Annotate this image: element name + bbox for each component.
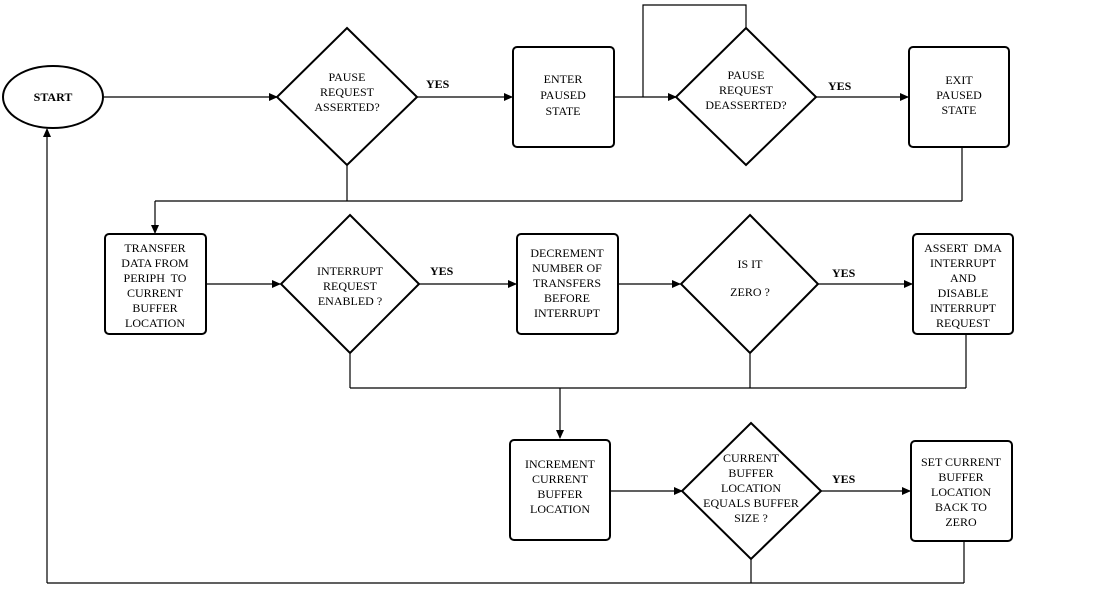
connectors <box>43 4 967 584</box>
enter-paused-box <box>512 46 615 148</box>
is-zero-decision: IS IT ZERO ? <box>679 213 820 355</box>
interrupt-enabled-line: ENABLED ? <box>318 294 382 308</box>
decrement-line: DECREMENT <box>530 246 604 260</box>
set-current-line: BUFFER <box>938 470 983 484</box>
buffer-equals-diamond <box>680 421 823 561</box>
exit-paused-box <box>908 46 1010 148</box>
increment-line: LOCATION <box>530 502 590 516</box>
assert-dma-box <box>912 233 1014 335</box>
yes-label-pause: YES <box>426 77 450 91</box>
is-zero-diamond <box>679 213 820 355</box>
decrement-line: NUMBER OF <box>532 261 602 275</box>
pause-deasserted-line: DEASSERTED? <box>705 98 786 112</box>
start-label: START <box>34 90 73 104</box>
exit-paused-line: STATE <box>941 103 976 117</box>
exit-paused-line: PAUSED <box>936 88 982 102</box>
pause-asserted-line: PAUSE <box>329 70 366 84</box>
decrement-line: INTERRUPT <box>534 306 601 320</box>
enter-paused-line: STATE <box>545 104 580 118</box>
increment-line: CURRENT <box>532 472 589 486</box>
assert-dma-line: INTERRUPT <box>930 301 997 315</box>
set-current-line: ZERO <box>945 515 977 529</box>
pause-asserted-line: REQUEST <box>320 85 375 99</box>
yes-label-buffer: YES <box>832 472 856 486</box>
set-current-line: BACK TO <box>935 500 987 514</box>
set-current-line: SET CURRENT <box>921 455 1002 469</box>
pause-deasserted-line: PAUSE <box>728 68 765 82</box>
is-zero-line: ZERO ? <box>730 285 770 299</box>
buffer-equals-line: EQUALS BUFFER <box>703 496 799 510</box>
increment-line: BUFFER <box>537 487 582 501</box>
assert-dma-line: DISABLE <box>938 286 989 300</box>
transfer-line: PERIPH TO <box>124 271 187 285</box>
enter-paused-label: ENTER PAUSED STATE <box>540 72 586 118</box>
buffer-equals-line: SIZE ? <box>734 511 768 525</box>
enter-paused-process: ENTER PAUSED STATE <box>512 46 615 148</box>
transfer-line: BUFFER <box>132 301 177 315</box>
is-zero-label: IS IT ZERO ? <box>730 257 770 299</box>
is-zero-line: IS IT <box>738 257 764 271</box>
exit-paused-line: EXIT <box>945 73 973 87</box>
decrement-line: BEFORE <box>544 291 590 305</box>
assert-dma-label: ASSERT DMAINTERRUPTANDDISABLEINTERRUPTRE… <box>924 241 1002 330</box>
transfer-line: TRANSFER <box>124 241 185 255</box>
start-ellipse <box>2 65 104 129</box>
transfer-line: LOCATION <box>125 316 185 330</box>
assert-dma-line: INTERRUPT <box>930 256 997 270</box>
yes-label-interrupt: YES <box>430 264 454 278</box>
pause-deasserted-diamond <box>674 26 818 167</box>
buffer-equals-line: LOCATION <box>721 481 781 495</box>
transfer-line: CURRENT <box>127 286 184 300</box>
decrement-box <box>516 233 619 335</box>
transfer-box <box>104 233 207 335</box>
set-current-line: LOCATION <box>931 485 991 499</box>
assert-dma-line: REQUEST <box>936 316 991 330</box>
pause-deasserted-line: REQUEST <box>719 83 774 97</box>
increment-line: INCREMENT <box>525 457 596 471</box>
decrement-line: TRANSFERS <box>533 276 601 290</box>
loop-back-deassert-check <box>642 4 747 97</box>
increment-box <box>509 439 611 541</box>
pause-asserted-diamond <box>275 26 419 167</box>
transfer-line: DATA FROM <box>121 256 189 270</box>
yes-label-deassert: YES <box>828 79 852 93</box>
interrupt-enabled-diamond <box>279 213 421 355</box>
interrupt-enabled-line: REQUEST <box>323 279 378 293</box>
enter-paused-line: PAUSED <box>540 88 586 102</box>
yes-label-zero: YES <box>832 266 856 280</box>
pause-asserted-line: ASSERTED? <box>314 100 379 114</box>
assert-dma-line: ASSERT DMA <box>924 241 1002 255</box>
buffer-equals-line: BUFFER <box>728 466 773 480</box>
assert-dma-line: AND <box>950 271 976 285</box>
enter-paused-line: ENTER <box>544 72 583 86</box>
start-node: START <box>2 65 104 129</box>
buffer-equals-line: CURRENT <box>723 451 780 465</box>
assert-dma-process: ASSERT DMAINTERRUPTANDDISABLEINTERRUPTRE… <box>912 233 1014 335</box>
set-current-box <box>910 440 1013 542</box>
interrupt-enabled-line: INTERRUPT <box>317 264 384 278</box>
